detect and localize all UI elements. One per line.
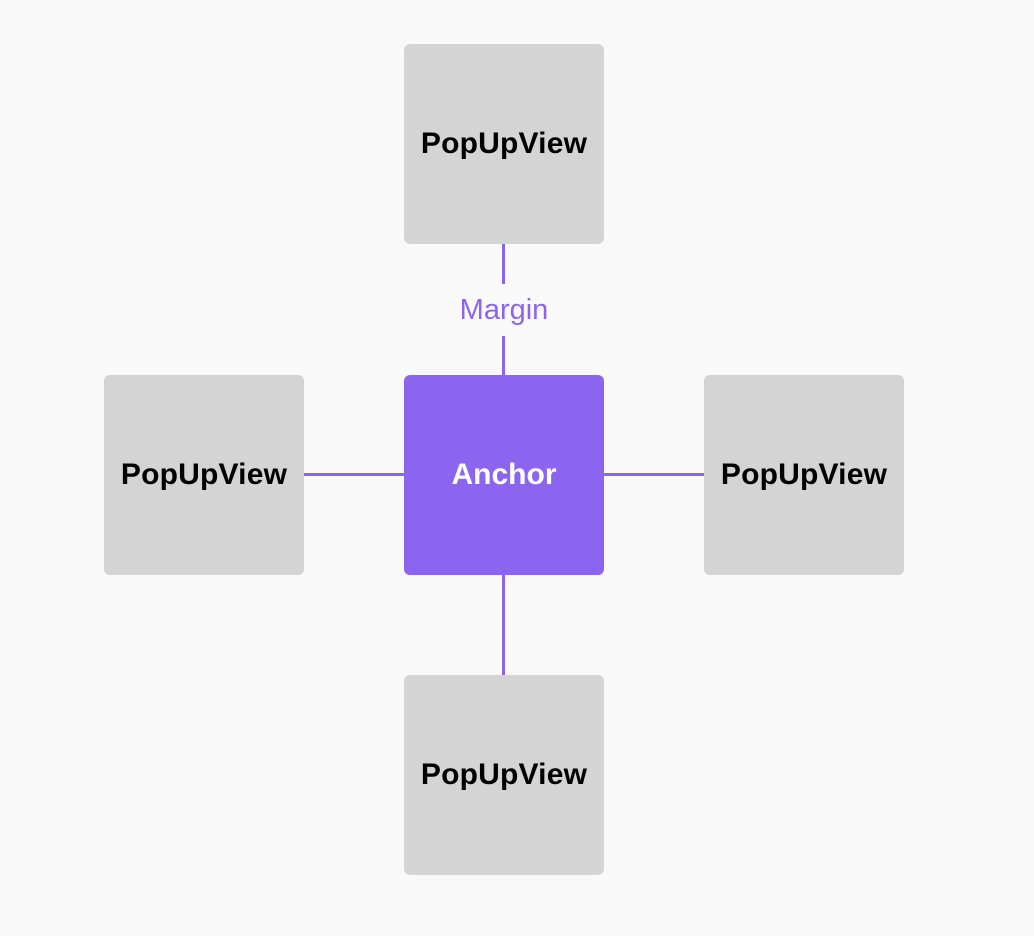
popup-view-right-label: PopUpView xyxy=(720,458,888,491)
margin-label: Margin xyxy=(459,294,549,326)
anchor-label: Anchor xyxy=(451,458,557,491)
connector-top-upper xyxy=(502,243,505,284)
anchor-box: Anchor xyxy=(404,375,604,575)
popup-view-top: PopUpView xyxy=(404,44,604,244)
connector-left xyxy=(303,473,404,476)
connector-right xyxy=(603,473,704,476)
popup-view-left: PopUpView xyxy=(104,375,304,575)
connector-bottom xyxy=(502,574,505,675)
connector-top-lower xyxy=(502,336,505,376)
popup-view-left-label: PopUpView xyxy=(120,458,288,491)
popup-view-bottom: PopUpView xyxy=(404,675,604,875)
popup-view-top-label: PopUpView xyxy=(420,127,588,160)
popup-view-bottom-label: PopUpView xyxy=(420,758,588,791)
popup-view-right: PopUpView xyxy=(704,375,904,575)
